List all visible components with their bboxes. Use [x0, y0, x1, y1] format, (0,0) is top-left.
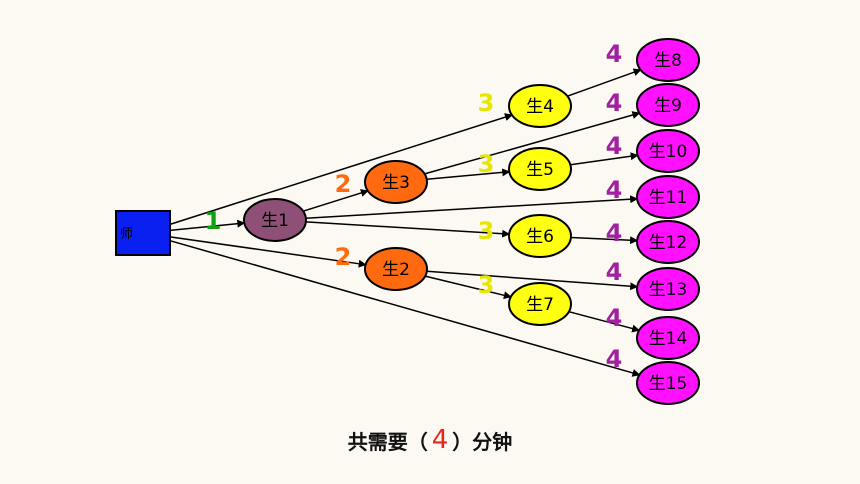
edge-s2-to-s13: [426, 270, 639, 291]
edge-s2-to-s7: [425, 275, 512, 300]
edges-layer: [169, 68, 642, 377]
node-s13-label: 生13: [649, 280, 688, 300]
step-label-4: 4: [606, 132, 623, 160]
step-label-2: 2: [335, 170, 352, 198]
node-s3-shape: [364, 160, 428, 204]
step-label-4: 4: [606, 176, 623, 204]
edge-teacher-to-s2: [169, 236, 367, 268]
edge-s4-to-s8: [567, 68, 642, 97]
step-label-1: 1: [205, 207, 222, 235]
node-s3: 生3: [364, 160, 428, 204]
node-s11: 生11: [636, 175, 700, 219]
node-s10-label: 生10: [649, 142, 688, 162]
node-s11-label: 生11: [649, 188, 688, 208]
node-s12-shape: [636, 220, 700, 264]
node-s13-shape: [636, 267, 700, 311]
node-s11-shape: [636, 175, 700, 219]
edge-s1-to-s3: [302, 189, 369, 212]
step-label-4: 4: [606, 89, 623, 117]
node-s2-label: 生2: [382, 260, 410, 280]
node-s10: 生10: [636, 129, 700, 173]
node-s6: 生6: [508, 214, 572, 258]
caption: 共需要（ 4 ）分钟: [0, 422, 860, 458]
node-s1-label: 生1: [261, 211, 289, 231]
step-label-4: 4: [606, 345, 623, 373]
node-s15-label: 生15: [649, 374, 688, 394]
node-s5: 生5: [508, 147, 572, 191]
node-s9: 生9: [636, 83, 700, 127]
node-s13: 生13: [636, 267, 700, 311]
edge-s3-to-s9: [424, 111, 641, 175]
node-teacher-label: 师: [120, 227, 133, 242]
node-s12-label: 生12: [649, 233, 688, 253]
nodes-layer: 师 生1 生2 生3 生4 生5 生6 生7 生8 生9 生10 生11 生12 生13 生14 生15: [115, 38, 700, 405]
node-s1: 生1: [243, 198, 307, 242]
edge-s3-to-s5: [426, 168, 511, 180]
node-s10-shape: [636, 129, 700, 173]
edge-teacher-to-s15: [169, 239, 641, 377]
node-teacher: 师: [115, 210, 171, 256]
step-label-3: 3: [478, 217, 495, 245]
edge-s6-to-s12: [570, 236, 639, 245]
edge-teacher-to-s4: [169, 113, 513, 226]
node-s14: 生14: [636, 316, 700, 360]
step-label-3: 3: [478, 150, 495, 178]
node-s6-shape: [508, 214, 572, 258]
node-s2-shape: [364, 247, 428, 291]
node-s14-shape: [636, 316, 700, 360]
node-s5-shape: [508, 147, 572, 191]
node-s2: 生2: [364, 247, 428, 291]
node-s6-label: 生6: [526, 227, 554, 247]
step-label-4: 4: [606, 304, 623, 332]
node-s15: 生15: [636, 361, 700, 405]
node-s9-label: 生9: [654, 96, 682, 116]
edge-teacher-to-s1: [169, 219, 246, 232]
caption-answer: 4: [431, 425, 449, 455]
node-s7: 生7: [508, 282, 572, 326]
edge-s5-to-s10: [570, 152, 639, 166]
node-s15-shape: [636, 361, 700, 405]
node-s12: 生12: [636, 220, 700, 264]
caption-before: 共需要（: [347, 429, 428, 454]
node-s4-shape: [508, 84, 572, 128]
node-s7-shape: [508, 282, 572, 326]
edge-s1-to-s6: [305, 221, 511, 238]
step-label-3: 3: [478, 89, 495, 117]
edge-s7-to-s14: [568, 310, 641, 333]
node-s5-label: 生5: [526, 160, 554, 180]
node-s8-shape: [636, 38, 700, 82]
node-s8-label: 生8: [654, 51, 682, 71]
node-s7-label: 生7: [526, 295, 554, 315]
step-labels-layer: 1 2 2 3 3 3 3 4 4 4 4 4 4 4 4: [205, 40, 623, 373]
node-s14-label: 生14: [649, 329, 688, 349]
node-s9-shape: [636, 83, 700, 127]
step-label-4: 4: [606, 40, 623, 68]
step-label-4: 4: [606, 258, 623, 286]
edge-s1-to-s11: [305, 195, 639, 219]
step-label-2: 2: [335, 243, 352, 271]
caption-after: ）分钟: [452, 429, 513, 454]
step-label-3: 3: [478, 271, 495, 299]
node-teacher-shape: [115, 210, 171, 256]
node-s1-shape: [243, 198, 307, 242]
node-s4: 生4: [508, 84, 572, 128]
node-s3-label: 生3: [382, 173, 410, 193]
node-s8: 生8: [636, 38, 700, 82]
node-s4-label: 生4: [526, 97, 554, 117]
step-label-4: 4: [606, 219, 623, 247]
